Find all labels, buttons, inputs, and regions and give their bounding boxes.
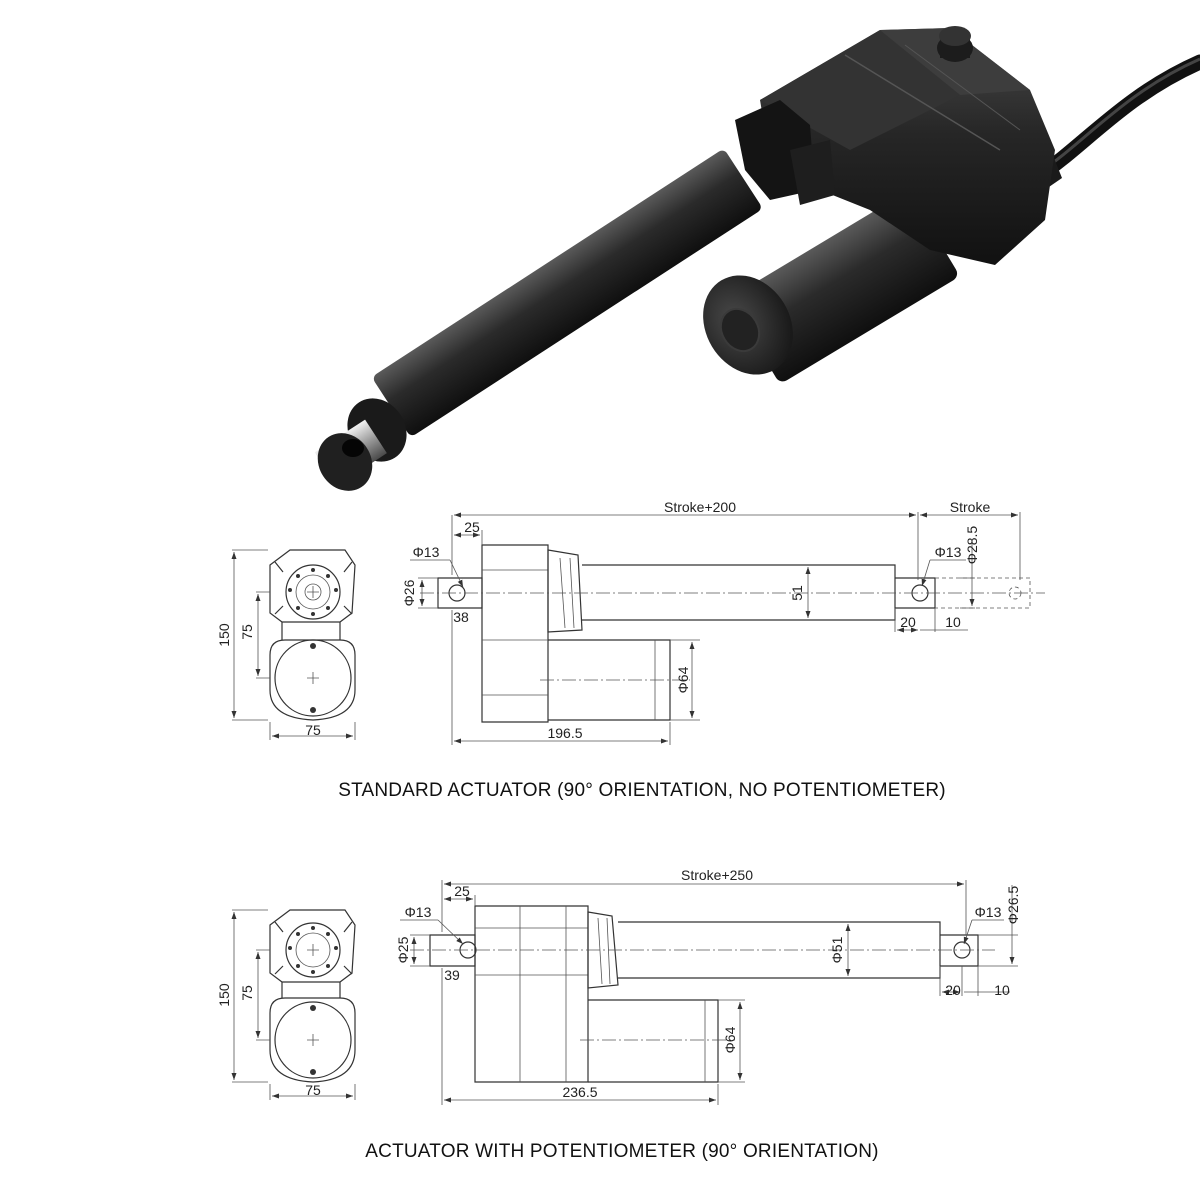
dim2-phi13-left: Φ13 [405, 904, 432, 920]
end-view-2: 150 75 75 [216, 909, 356, 1100]
dim-phi26: Φ26 [401, 579, 417, 606]
end-view-1: 150 75 75 [216, 549, 356, 740]
dim2-75-width: 75 [305, 1082, 321, 1098]
dim2-phi64: Φ64 [722, 1026, 738, 1053]
dim2-phi51: Φ51 [829, 936, 845, 963]
dim-20: 20 [900, 614, 916, 630]
diagram-standard-actuator: 150 75 75 [216, 499, 1045, 801]
dim2-stroke-250: Stroke+250 [681, 867, 753, 883]
diagram-potentiometer-actuator: 150 75 75 Stroke+250 [216, 867, 1021, 1162]
dim2-20: 20 [945, 982, 961, 998]
dim-phi64: Φ64 [675, 666, 691, 693]
dim2-75-height: 75 [239, 985, 255, 1001]
dim-phi28-5: Φ28.5 [964, 526, 980, 565]
dim2-150: 150 [216, 983, 232, 1007]
dim-25: 25 [464, 519, 480, 535]
dim-196-5: 196.5 [547, 725, 582, 741]
side-view-1: Stroke+200 Stroke 25 Φ13 Φ26 38 51 Φ13 Φ… [401, 499, 1045, 745]
dim2-phi26-5: Φ26.5 [1005, 886, 1021, 925]
dim-stroke-200: Stroke+200 [664, 499, 736, 515]
dim2-10: 10 [994, 982, 1010, 998]
dim2-phi13-right: Φ13 [975, 904, 1002, 920]
linear-actuator-photo [314, 26, 1200, 491]
dim-phi13-left: Φ13 [413, 544, 440, 560]
dim-phi13-right: Φ13 [935, 544, 962, 560]
dim-51: 51 [789, 585, 805, 601]
dim-75-width: 75 [305, 722, 321, 738]
dim-10: 10 [945, 614, 961, 630]
dim-stroke: Stroke [950, 499, 991, 515]
dim-150: 150 [216, 623, 232, 647]
caption-potentiometer-actuator: ACTUATOR WITH POTENTIOMETER (90° ORIENTA… [365, 1141, 878, 1162]
side-view-2: Stroke+250 25 Φ13 Φ25 39 Φ51 Φ13 Φ26.5 2… [395, 867, 1021, 1105]
caption-standard-actuator: STANDARD ACTUATOR (90° ORIENTATION, NO P… [338, 780, 946, 801]
dim2-236-5: 236.5 [562, 1084, 597, 1100]
dim-75-height: 75 [239, 624, 255, 640]
dim-38: 38 [453, 609, 469, 625]
dim2-39: 39 [444, 967, 460, 983]
dim2-phi25: Φ25 [395, 936, 411, 963]
dim2-25: 25 [454, 883, 470, 899]
